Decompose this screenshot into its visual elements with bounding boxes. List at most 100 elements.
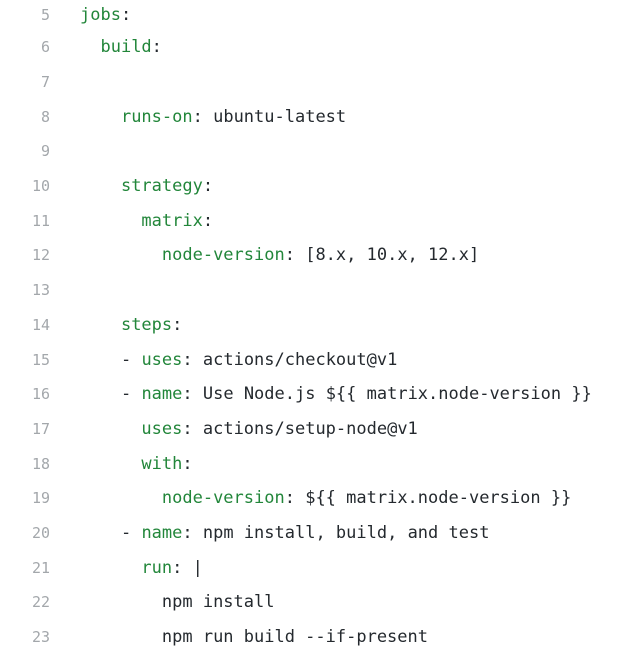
yaml-separator: : xyxy=(182,349,203,370)
indent xyxy=(80,211,141,231)
line-code: matrix: xyxy=(80,211,213,231)
line-code: runs-on: ubuntu-latest xyxy=(80,107,346,127)
line-code: npm install xyxy=(80,592,275,613)
code-line[interactable]: 8 runs-on: ubuntu-latest xyxy=(0,99,634,134)
line-number: 23 xyxy=(31,628,50,647)
yaml-key: build xyxy=(100,37,152,58)
yaml-key: steps xyxy=(120,314,173,335)
yaml-separator: : xyxy=(172,314,183,335)
indent xyxy=(80,315,121,335)
line-number: 16 xyxy=(31,385,50,404)
line-number: 7 xyxy=(40,73,50,92)
code-line[interactable]: 13 xyxy=(0,273,634,308)
code-line[interactable]: 14 steps: xyxy=(0,308,634,343)
code-line[interactable]: 18 with: xyxy=(0,446,634,481)
line-number: 12 xyxy=(31,246,50,265)
yaml-key: with xyxy=(141,453,183,474)
yaml-separator: : xyxy=(182,522,203,543)
code-line[interactable]: 17 uses: actions/setup-node@v1 xyxy=(0,412,634,447)
indent xyxy=(80,523,121,543)
line-number: 15 xyxy=(31,350,50,369)
line-code: build: xyxy=(80,37,162,58)
line-code: with: xyxy=(80,453,193,474)
yaml-key: runs-on xyxy=(120,106,193,127)
code-line[interactable]: 16 - name: Use Node.js ${{ matrix.node-v… xyxy=(0,377,634,412)
yaml-key: jobs xyxy=(80,5,121,25)
code-line[interactable]: 21 run: | xyxy=(0,550,634,585)
yaml-separator: : xyxy=(182,453,193,474)
yaml-key: name xyxy=(141,522,183,543)
indent xyxy=(80,107,121,127)
line-number: 19 xyxy=(31,489,50,508)
line-number: 8 xyxy=(40,107,50,126)
code-line[interactable]: 15 - uses: actions/checkout@v1 xyxy=(0,342,634,377)
line-number: 21 xyxy=(31,558,50,577)
line-code: - uses: actions/checkout@v1 xyxy=(80,350,397,370)
indent xyxy=(80,454,141,474)
indent xyxy=(80,627,162,647)
indent xyxy=(80,37,100,57)
yaml-separator: : xyxy=(120,5,132,25)
code-line[interactable]: 22 npm install xyxy=(0,585,634,620)
code-line[interactable]: 12 node-version: [8.x, 10.x, 12.x] xyxy=(0,238,634,273)
yaml-value: | xyxy=(192,557,203,578)
line-code: jobs: xyxy=(80,5,131,25)
line-number: 10 xyxy=(31,177,50,196)
indent xyxy=(80,592,162,612)
yaml-separator: : xyxy=(182,418,203,439)
line-number: 9 xyxy=(40,142,50,161)
line-number: 22 xyxy=(31,593,50,612)
line-code: node-version: ${{ matrix.node-version }} xyxy=(80,488,571,508)
yaml-value: actions/setup-node@v1 xyxy=(202,418,418,439)
line-code: - name: Use Node.js ${{ matrix.node-vers… xyxy=(80,384,592,404)
yaml-separator: : xyxy=(182,384,203,405)
yaml-key: uses xyxy=(141,349,183,370)
code-line[interactable]: 20 - name: npm install, build, and test xyxy=(0,516,634,551)
line-code: strategy: xyxy=(80,176,213,196)
yaml-value: [8.x, 10.x, 12.x] xyxy=(305,245,480,266)
indent xyxy=(80,245,162,265)
line-number: 17 xyxy=(31,419,50,438)
line-number: 6 xyxy=(40,38,50,57)
line-code: steps: xyxy=(80,315,182,335)
list-dash: - xyxy=(120,349,142,370)
code-line[interactable]: 11 matrix: xyxy=(0,203,634,238)
yaml-key: node-version xyxy=(161,245,285,266)
yaml-key: matrix xyxy=(141,210,203,231)
yaml-separator: : xyxy=(284,245,306,266)
yaml-separator: : xyxy=(284,488,306,509)
line-number: 11 xyxy=(31,211,50,230)
yaml-key: node-version xyxy=(161,488,285,509)
yaml-key: run xyxy=(141,557,173,578)
code-line[interactable]: 9 xyxy=(0,134,634,169)
code-line[interactable]: 19 node-version: ${{ matrix.node-version… xyxy=(0,481,634,516)
line-code: run: | xyxy=(80,557,203,578)
line-code: - name: npm install, build, and test xyxy=(80,522,490,543)
yaml-value: npm install xyxy=(161,592,275,613)
yaml-value: npm install, build, and test xyxy=(202,522,490,543)
yaml-value: ubuntu-latest xyxy=(213,106,347,127)
indent xyxy=(80,350,121,370)
line-number: 20 xyxy=(31,523,50,542)
indent xyxy=(80,558,141,578)
line-code: uses: actions/setup-node@v1 xyxy=(80,418,418,439)
line-code: npm run build --if-present xyxy=(80,627,428,647)
code-line[interactable]: 10 strategy: xyxy=(0,169,634,204)
yaml-separator: : xyxy=(192,106,214,127)
code-line[interactable]: 6 build: xyxy=(0,30,634,65)
yaml-value: ${{ matrix.node-version }} xyxy=(305,488,572,509)
line-number: 5 xyxy=(40,6,50,24)
indent xyxy=(80,176,121,196)
yaml-separator: : xyxy=(151,37,162,58)
yaml-key: name xyxy=(141,384,183,405)
yaml-value: Use Node.js ${{ matrix.node-version }} xyxy=(202,384,592,405)
line-number: 18 xyxy=(31,454,50,473)
code-line[interactable]: 5 jobs: xyxy=(0,0,634,30)
yaml-separator: : xyxy=(202,210,214,231)
line-number: 13 xyxy=(31,281,50,300)
code-line[interactable]: 23 npm run build --if-present xyxy=(0,620,634,655)
yaml-value: npm run build --if-present xyxy=(161,627,428,648)
indent xyxy=(80,488,162,508)
code-line[interactable]: 7 xyxy=(0,65,634,100)
